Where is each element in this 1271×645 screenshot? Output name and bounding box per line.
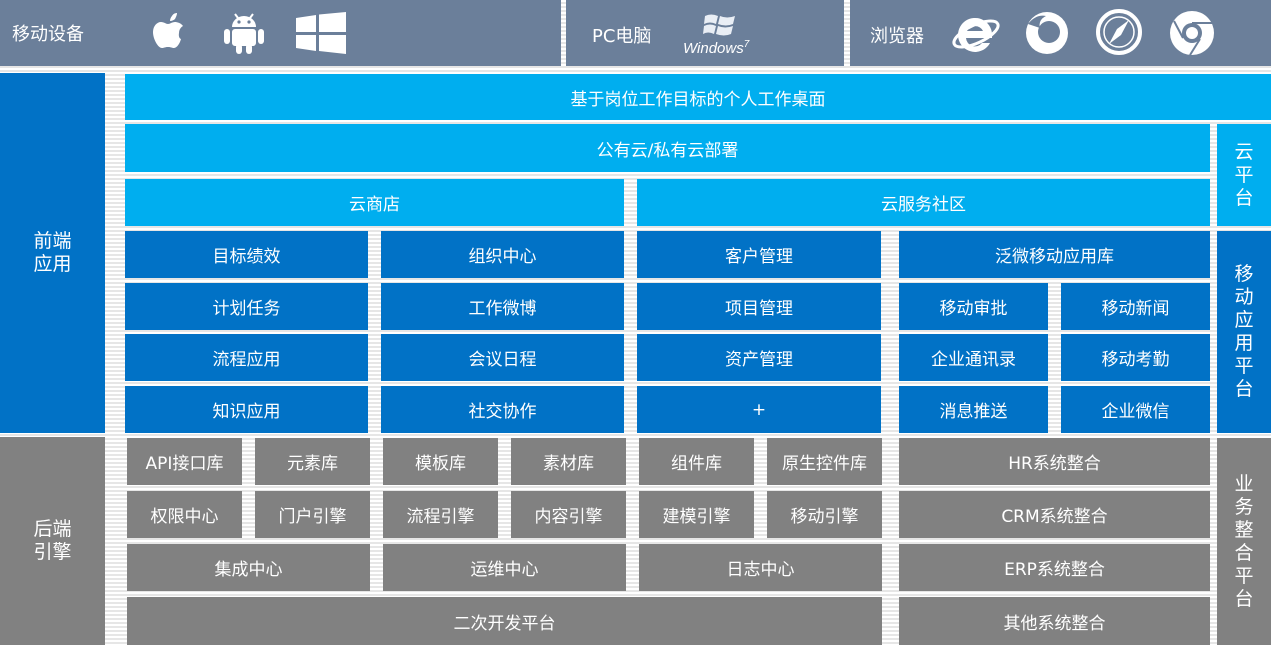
mobile-push: 消息推送 [899, 386, 1048, 433]
mobile-devices-label: 移动设备 [12, 24, 84, 45]
ops-center: 运维中心 [383, 544, 626, 591]
module-social-collab: 社交协作 [381, 386, 624, 433]
frontend-label-line1: 前端 [33, 230, 72, 252]
secondary-dev-platform: 二次开发平台 [127, 597, 882, 645]
mobile-engine: 移动引擎 [767, 491, 882, 538]
module-project-mgmt: 项目管理 [637, 283, 881, 330]
pc-bar: PC电脑 Windows7 [566, 0, 844, 66]
log-center: 日志中心 [639, 544, 882, 591]
mobile-platform-char: 平 [1234, 355, 1254, 377]
hr-integration: HR系统整合 [899, 438, 1210, 485]
template-library: 模板库 [383, 438, 498, 485]
module-knowledge-app: 知识应用 [125, 386, 368, 433]
cloud-platform-label: 云 平 台 [1217, 124, 1271, 226]
mobile-devices-bar: 移动设备 [0, 0, 561, 66]
backend-label-line2: 引擎 [33, 541, 72, 563]
business-platform-char: 整 [1234, 518, 1254, 541]
apple-icon [153, 13, 183, 48]
module-more: + [637, 386, 881, 433]
business-platform-char: 业 [1234, 472, 1254, 495]
mobile-platform-char: 应 [1234, 309, 1254, 331]
business-platform-char: 合 [1234, 541, 1254, 564]
android-icon [224, 13, 264, 54]
windows7-flag-icon [703, 14, 735, 36]
browser-label: 浏览器 [870, 26, 924, 47]
windows-text: Windows [683, 40, 744, 57]
mobile-approval: 移动审批 [899, 283, 1048, 330]
cloud-store: 云商店 [125, 179, 624, 226]
business-platform-char: 台 [1234, 587, 1254, 610]
mobile-app-platform-label: 移 动 应 用 平 台 [1217, 231, 1271, 433]
module-work-weibo: 工作微博 [381, 283, 624, 330]
chrome-icon [1170, 11, 1214, 56]
cloud-platform-char: 云 [1234, 140, 1254, 163]
component-library: 组件库 [639, 438, 754, 485]
workflow-engine: 流程引擎 [383, 491, 498, 538]
portal-engine: 门户引擎 [255, 491, 370, 538]
business-platform-char: 平 [1234, 564, 1254, 587]
business-integration-platform-label: 业 务 整 合 平 台 [1217, 438, 1271, 645]
mobile-attendance: 移动考勤 [1061, 334, 1210, 381]
native-control-library: 原生控件库 [767, 438, 882, 485]
element-library: 元素库 [255, 438, 370, 485]
module-asset-mgmt: 资产管理 [637, 334, 881, 381]
frontend-apps-label: 前端 应用 [0, 73, 105, 433]
windows7-logo-text: Windows7 [683, 39, 749, 57]
erp-integration: ERP系统整合 [899, 544, 1210, 591]
backend-engine-label: 后端 引擎 [0, 437, 105, 645]
api-library: API接口库 [127, 438, 242, 485]
mobile-platform-char: 动 [1234, 286, 1254, 308]
mobile-news: 移动新闻 [1061, 283, 1210, 330]
ie-icon [952, 17, 1000, 52]
material-library: 素材库 [511, 438, 626, 485]
integration-center: 集成中心 [127, 544, 370, 591]
module-customer-mgmt: 客户管理 [637, 231, 881, 278]
module-workflow-app: 流程应用 [125, 334, 368, 381]
firefox-icon [1026, 12, 1068, 54]
mobile-platform-char: 移 [1234, 263, 1254, 285]
permission-center: 权限中心 [127, 491, 242, 538]
windows-icon [296, 12, 346, 54]
mobile-platform-char: 台 [1234, 378, 1254, 400]
modeling-engine: 建模引擎 [639, 491, 754, 538]
cloud-deploy-bar: 公有云/私有云部署 [125, 124, 1210, 172]
module-meeting-schedule: 会议日程 [381, 334, 624, 381]
crm-integration: CRM系统整合 [899, 491, 1210, 538]
enterprise-wechat: 企业微信 [1061, 386, 1210, 433]
windows-version: 7 [743, 39, 750, 50]
backend-label-line1: 后端 [33, 518, 72, 540]
browser-bar: 浏览器 [850, 0, 1271, 66]
cloud-platform-char: 台 [1234, 186, 1254, 209]
pc-label: PC电脑 [592, 26, 652, 47]
business-platform-char: 务 [1234, 495, 1254, 518]
module-goal-performance: 目标绩效 [125, 231, 368, 278]
cloud-service-community: 云服务社区 [637, 179, 1210, 226]
mobile-platform-char: 用 [1234, 332, 1254, 354]
frontend-label-line2: 应用 [33, 253, 72, 275]
other-integration: 其他系统整合 [899, 597, 1210, 645]
mobile-contacts: 企业通讯录 [899, 334, 1048, 381]
personal-desktop-bar: 基于岗位工作目标的个人工作桌面 [125, 74, 1271, 120]
cloud-platform-char: 平 [1234, 163, 1254, 186]
mobile-app-library: 泛微移动应用库 [899, 231, 1210, 278]
content-engine: 内容引擎 [511, 491, 626, 538]
safari-icon [1096, 9, 1142, 55]
module-org-center: 组织中心 [381, 231, 624, 278]
module-plan-task: 计划任务 [125, 283, 368, 330]
